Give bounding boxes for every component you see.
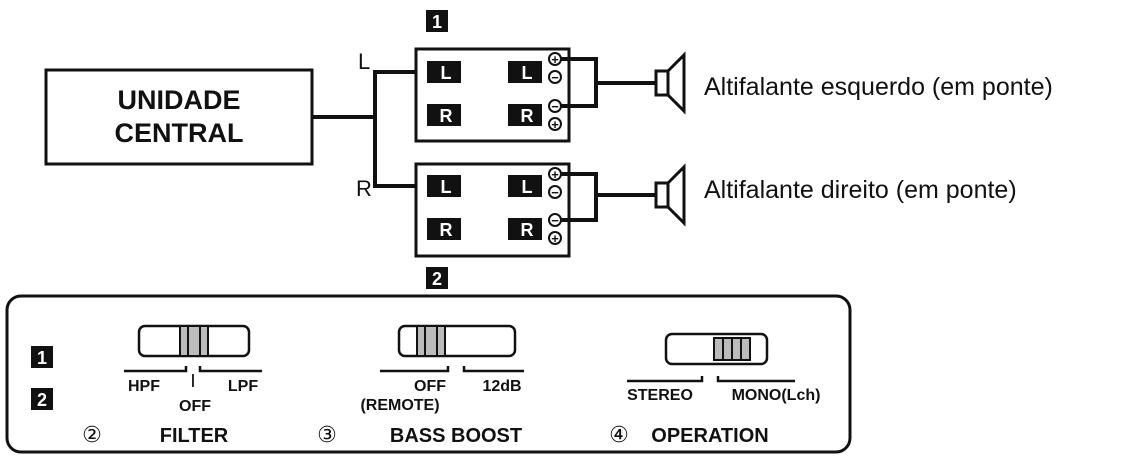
panel-badge-2 <box>31 388 53 410</box>
amp-1-in-r-label: R <box>440 106 453 126</box>
filter-tick: | <box>191 371 195 387</box>
filter-switch-knob[interactable] <box>179 325 209 357</box>
amp-1-polarity-terminals <box>548 52 562 131</box>
central-unit-label-line1: UNIDADE <box>117 85 240 115</box>
filter-number: ② <box>82 422 102 447</box>
amp-2-plus-top: + <box>551 167 559 182</box>
panel-badge-2-label: 2 <box>37 390 47 410</box>
bass-boost-number: ③ <box>317 422 337 447</box>
amp-1-in-l-terminal <box>427 61 461 83</box>
operation-mono-label: MONO(Lch) <box>732 387 821 404</box>
left-speaker-icon <box>654 51 686 115</box>
amp-2-out-r-label: R <box>521 220 534 240</box>
amp-2-out-l-label: L <box>522 177 533 197</box>
filter-title: FILTER <box>160 425 229 447</box>
amp-1-out-r-terminal <box>508 104 542 126</box>
amp-1-minus-top: − <box>551 70 559 85</box>
amp-2-polarity-terminals <box>548 167 562 245</box>
amp-1-badge <box>426 10 448 32</box>
bass-boost-12db-label: 12dB <box>482 378 521 395</box>
amp-2-out-l-terminal <box>508 175 542 197</box>
right-speaker-label: Altifalante direito (em ponte) <box>704 176 1017 204</box>
amp-2-badge <box>426 267 448 289</box>
amp-2-minus-top: − <box>551 185 559 200</box>
filter-hpf-label: HPF <box>128 378 160 395</box>
amp-1-out-r-label: R <box>521 106 534 126</box>
bass-boost-switch-scale <box>380 366 524 373</box>
amp-2-in-l-label: L <box>441 177 452 197</box>
amp-1-minus-bottom: − <box>551 99 559 114</box>
amp-2-minus-bottom: − <box>551 213 559 228</box>
channel-label-left: L <box>358 49 370 74</box>
amp-2-plus-bottom: + <box>551 231 559 246</box>
amp-1-plus-bottom: + <box>551 117 559 132</box>
input-wiring <box>312 70 416 188</box>
bass-boost-title: BASS BOOST <box>390 425 522 447</box>
filter-off-label: OFF <box>179 398 211 415</box>
amp-2-out-r-terminal <box>508 218 542 240</box>
amp-2-speaker-wiring <box>561 172 656 222</box>
filter-switch-scale <box>124 366 262 373</box>
amp-1-plus-top: + <box>551 52 559 67</box>
operation-switch-knob[interactable] <box>713 337 751 361</box>
bass-boost-switch-knob[interactable] <box>416 325 446 357</box>
amp-2-box <box>414 162 571 258</box>
amp-2-in-l-terminal <box>427 175 461 197</box>
amp-2-in-r-terminal <box>427 218 461 240</box>
left-speaker-label: Altifalante esquerdo (em ponte) <box>704 73 1053 101</box>
amp-1-out-l-label: L <box>522 63 533 83</box>
amp-1-speaker-wiring <box>561 57 656 108</box>
panel-badge-1-label: 1 <box>37 348 47 368</box>
operation-number: ④ <box>609 422 629 447</box>
bass-boost-remote-label: (REMOTE) <box>360 397 439 414</box>
central-unit-label-line2: CENTRAL <box>115 118 244 148</box>
panel-badge-1 <box>31 346 53 368</box>
amp-1-out-l-terminal <box>508 61 542 83</box>
operation-switch-scale <box>627 376 795 383</box>
amp-2-badge-label: 2 <box>432 269 442 289</box>
right-speaker-icon <box>654 163 686 227</box>
amp-1-badge-label: 1 <box>432 12 442 32</box>
amp-1-in-l-label: L <box>441 63 452 83</box>
channel-label-right: R <box>356 176 372 201</box>
central-unit-box <box>44 68 314 166</box>
bass-boost-off-label: OFF <box>414 378 446 395</box>
amp-2-in-r-label: R <box>440 220 453 240</box>
amp-1-in-r-terminal <box>427 104 461 126</box>
filter-lpf-label: LPF <box>228 378 258 395</box>
operation-stereo-label: STEREO <box>627 387 693 404</box>
operation-title: OPERATION <box>651 425 768 447</box>
